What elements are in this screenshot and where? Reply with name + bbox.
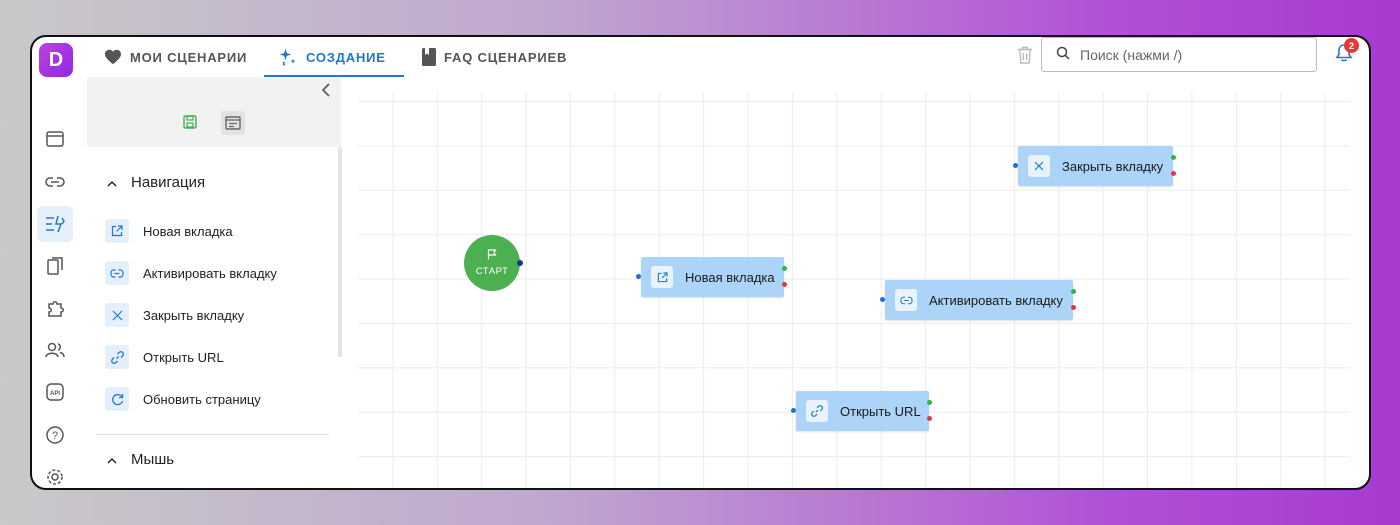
success-port[interactable] bbox=[927, 400, 932, 405]
block-reload-page[interactable]: Обновить страницу bbox=[105, 387, 261, 411]
node-label: Активировать вкладку bbox=[929, 292, 1063, 308]
block-label: Закрыть вкладку bbox=[143, 307, 245, 323]
search-icon bbox=[1056, 46, 1070, 63]
output-port[interactable] bbox=[517, 260, 523, 266]
rail-link-icon[interactable] bbox=[37, 164, 73, 200]
node-label: Новая вкладка bbox=[685, 269, 775, 285]
chain-link-icon bbox=[105, 345, 129, 369]
tab-label: МОИ СЦЕНАРИИ bbox=[130, 49, 248, 65]
input-port[interactable] bbox=[636, 274, 641, 279]
sidebar-toolbar bbox=[87, 77, 341, 147]
notification-badge: 2 bbox=[1344, 38, 1359, 53]
node-label: Закрыть вкладку bbox=[1062, 158, 1164, 174]
chevron-up-icon bbox=[107, 174, 117, 191]
input-port[interactable] bbox=[1013, 163, 1018, 168]
rail-users-icon[interactable] bbox=[37, 332, 73, 368]
node-activate-tab[interactable]: Активировать вкладку bbox=[880, 280, 1076, 320]
start-label: СТАРТ bbox=[475, 266, 509, 277]
tab-my-scenarios[interactable]: МОИ СЦЕНАРИИ bbox=[104, 37, 247, 77]
section-title: Мышь bbox=[131, 451, 175, 468]
search-input[interactable]: Поиск (нажми /) bbox=[1041, 37, 1317, 72]
error-port[interactable] bbox=[1171, 171, 1176, 176]
block-label: Активировать вкладку bbox=[143, 265, 277, 281]
heart-icon bbox=[104, 49, 122, 65]
scenario-canvas[interactable]: СТАРТ Закрыть вкладку Новая вкладка bbox=[358, 92, 1350, 488]
chevron-up-icon bbox=[107, 451, 117, 468]
section-divider bbox=[97, 434, 329, 435]
input-port[interactable] bbox=[791, 408, 796, 413]
rail-scenario-editor-icon[interactable] bbox=[37, 206, 73, 242]
tab-faq[interactable]: FAQ СЦЕНАРИЕВ bbox=[422, 37, 567, 77]
node-close-tab[interactable]: Закрыть вкладку bbox=[1013, 146, 1176, 186]
save-icon[interactable] bbox=[183, 115, 197, 134]
rail-puzzle-icon[interactable] bbox=[37, 290, 73, 326]
tab-label: СОЗДАНИЕ bbox=[306, 49, 386, 65]
svg-text:?: ? bbox=[52, 430, 58, 442]
tab-create[interactable]: СОЗДАНИЕ bbox=[278, 37, 386, 77]
rail-bookmarks-icon[interactable] bbox=[37, 248, 73, 284]
close-icon bbox=[105, 303, 129, 327]
logo-letter: D bbox=[48, 48, 64, 71]
close-icon bbox=[1028, 155, 1050, 177]
start-node[interactable]: СТАРТ bbox=[464, 235, 523, 291]
app-logo[interactable]: D bbox=[39, 43, 73, 77]
success-port[interactable] bbox=[1171, 155, 1176, 160]
node-label: Открыть URL bbox=[840, 403, 921, 419]
error-port[interactable] bbox=[782, 282, 787, 287]
trash-icon[interactable] bbox=[1017, 46, 1033, 69]
block-label: Новая вкладка bbox=[143, 223, 233, 239]
node-new-tab[interactable]: Новая вкладка bbox=[636, 257, 787, 297]
block-label: Обновить страницу bbox=[143, 391, 261, 407]
blocks-sidebar: Навигация Новая вкладка Активировать вкл… bbox=[87, 77, 342, 488]
active-tab-indicator bbox=[264, 75, 404, 77]
section-navigation[interactable]: Навигация bbox=[107, 174, 205, 191]
node-open-url[interactable]: Открыть URL bbox=[791, 391, 932, 431]
refresh-icon bbox=[105, 387, 129, 411]
tab-label: FAQ СЦЕНАРИЕВ bbox=[444, 49, 568, 65]
app-window: D МОИ СЦЕНАРИИ СОЗДАНИЕ FAQ СЦЕНАРИЕВ bbox=[30, 35, 1371, 490]
rail-help-icon[interactable]: ? bbox=[37, 417, 73, 453]
block-activate-tab[interactable]: Активировать вкладку bbox=[105, 261, 277, 285]
sparkles-icon bbox=[278, 47, 298, 67]
external-link-icon bbox=[105, 219, 129, 243]
book-icon bbox=[422, 48, 436, 66]
flag-icon bbox=[487, 249, 497, 263]
external-link-icon bbox=[651, 266, 673, 288]
link-icon bbox=[895, 289, 917, 311]
chain-link-icon bbox=[806, 400, 828, 422]
block-label: Открыть URL bbox=[143, 349, 224, 365]
search-placeholder: Поиск (нажми /) bbox=[1080, 46, 1183, 63]
link-icon bbox=[105, 261, 129, 285]
success-port[interactable] bbox=[1071, 289, 1076, 294]
success-port[interactable] bbox=[782, 266, 787, 271]
error-port[interactable] bbox=[1071, 305, 1076, 310]
top-bar: D МОИ СЦЕНАРИИ СОЗДАНИЕ FAQ СЦЕНАРИЕВ bbox=[32, 37, 1369, 77]
error-port[interactable] bbox=[927, 416, 932, 421]
document-icon[interactable] bbox=[221, 111, 245, 135]
block-close-tab[interactable]: Закрыть вкладку bbox=[105, 303, 244, 327]
rail-settings-icon[interactable] bbox=[37, 459, 73, 488]
section-mouse[interactable]: Мышь bbox=[107, 451, 174, 468]
block-open-url[interactable]: Открыть URL bbox=[105, 345, 224, 369]
rail-api-icon[interactable]: API bbox=[37, 374, 73, 410]
svg-text:API: API bbox=[50, 391, 60, 397]
section-title: Навигация bbox=[131, 174, 206, 191]
block-new-tab[interactable]: Новая вкладка bbox=[105, 219, 233, 243]
rail-browser-icon[interactable] bbox=[37, 121, 73, 157]
sidebar-scrollbar[interactable] bbox=[338, 147, 342, 357]
collapse-chevron-icon[interactable] bbox=[320, 83, 332, 102]
input-port[interactable] bbox=[880, 297, 885, 302]
